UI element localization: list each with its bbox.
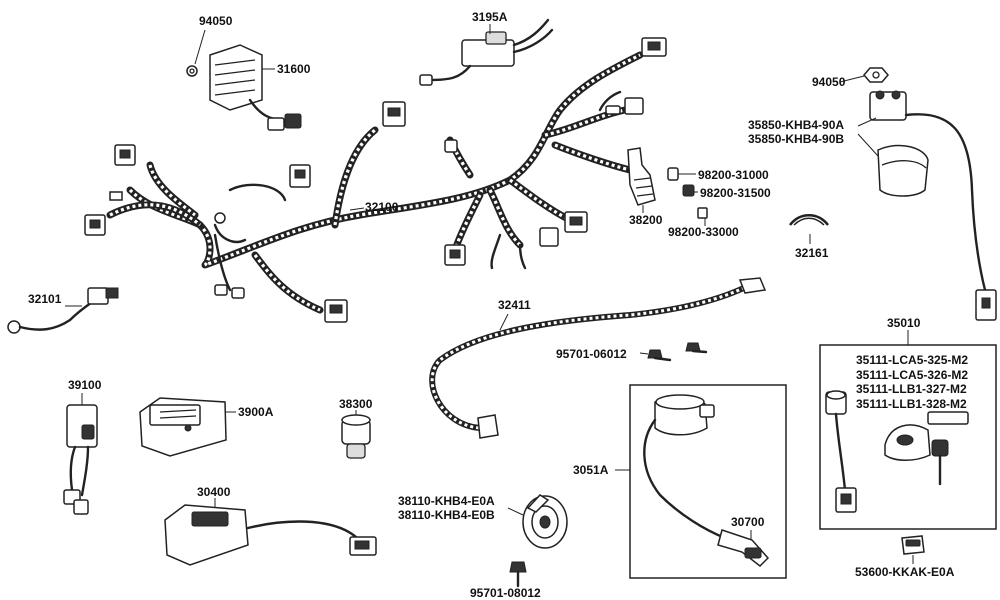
horn xyxy=(522,494,568,549)
label-94050-top: 94050 xyxy=(199,14,233,28)
label-30400: 30400 xyxy=(197,485,231,499)
harness-connectors xyxy=(84,37,667,323)
fuse-53600 xyxy=(901,535,925,555)
label-35111-LCA5-325-M2: 35111-LCA5-325-M2 xyxy=(856,353,969,367)
leader-lines xyxy=(65,24,914,587)
part-3900A xyxy=(139,397,227,457)
label-32161: 32161 xyxy=(795,246,829,260)
label-98200-31500: 98200-31500 xyxy=(700,186,771,200)
label-38110-KHB4-E0B: 38110-KHB4-E0B xyxy=(398,508,495,522)
connector-block-38200 xyxy=(627,147,708,219)
label-32411: 32411 xyxy=(498,298,531,312)
wire-32101 xyxy=(7,287,119,334)
label-95701-08012: 95701-08012 xyxy=(470,586,541,600)
part-39100 xyxy=(63,404,98,515)
clamp-32161 xyxy=(789,214,829,226)
label-38200: 38200 xyxy=(629,213,663,227)
label-32101: 32101 xyxy=(28,292,62,306)
label-94050-right: 94050 xyxy=(812,75,846,89)
label-35111-LCA5-326-M2: 35111-LCA5-326-M2 xyxy=(856,368,969,382)
label-32100: 32100 xyxy=(365,200,399,214)
label-38300: 38300 xyxy=(339,397,373,411)
label-3051A: 3051A xyxy=(573,463,609,477)
label-38110-KHB4-E0A: 38110-KHB4-E0A xyxy=(398,494,495,508)
label-53600-KKAK-E0A: 53600-KKAK-E0A xyxy=(855,565,955,579)
regulator-rectifier xyxy=(186,44,302,131)
part-30400 xyxy=(164,504,377,566)
bolt-95701-08012 xyxy=(509,561,527,588)
label-31600: 31600 xyxy=(277,62,311,76)
switch-kit-35010 xyxy=(819,344,997,530)
label-3900A: 3900A xyxy=(238,405,274,419)
ignition-coil-kit xyxy=(629,384,787,579)
bolts-95701-06012 xyxy=(647,342,708,362)
label-35010: 35010 xyxy=(887,316,921,330)
label-98200-31000: 98200-31000 xyxy=(698,168,769,182)
label-35850-KHB4-90B: 35850-KHB4-90B xyxy=(748,132,845,146)
label-98200-33000: 98200-33000 xyxy=(668,225,739,239)
main-wire-harness xyxy=(106,51,644,314)
label-39100: 39100 xyxy=(68,378,102,392)
label-3195A: 3195A xyxy=(472,10,508,24)
label-30700: 30700 xyxy=(731,515,765,529)
cable-32411 xyxy=(429,277,767,439)
label-35850-KHB4-90A: 35850-KHB4-90A xyxy=(748,118,845,132)
part-3195A xyxy=(419,18,554,86)
label-35111-LLB1-328-M2: 35111-LLB1-328-M2 xyxy=(856,397,967,411)
starter-relay xyxy=(863,67,997,321)
label-95701-06012: 95701-06012 xyxy=(556,347,627,361)
label-35111-LLB1-327-M2: 35111-LLB1-327-M2 xyxy=(856,382,967,396)
part-38300 xyxy=(341,414,371,459)
